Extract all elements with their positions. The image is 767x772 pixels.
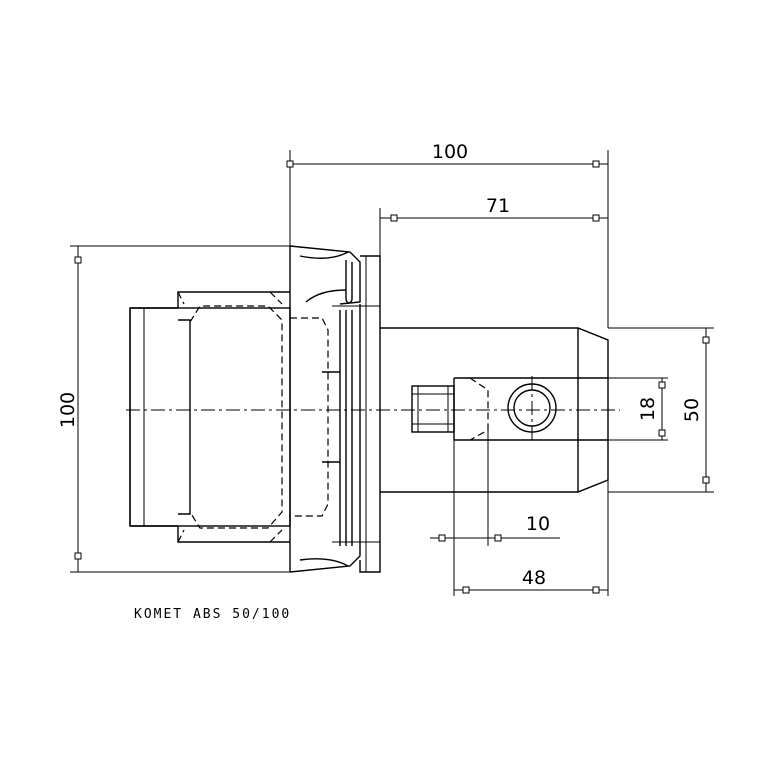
dim-label-flange-diameter: 100 [57,392,79,428]
dim-label-shank-length: 71 [486,195,510,217]
dim-label-offset-small: 10 [526,513,550,535]
dim-offset-length [454,480,609,596]
drawing-caption: KOMET ABS 50/100 [134,607,291,622]
dim-label-overall-length: 100 [432,141,468,163]
collar-outline [289,245,381,573]
dim-overall-length [286,150,609,328]
flange-outline [129,291,291,543]
dim-body-diameter [608,327,714,493]
dim-bore-diameter [608,377,668,441]
dim-offset-small [430,430,560,596]
dim-label-offset-length: 48 [522,567,546,589]
dim-label-body-diameter: 50 [681,398,703,422]
threaded-stub [411,385,455,433]
flange-hidden-lines [177,291,329,543]
dim-label-bore-diameter: 18 [637,397,659,421]
dim-shank-length [379,208,608,256]
dim-flange-diameter [70,245,290,573]
